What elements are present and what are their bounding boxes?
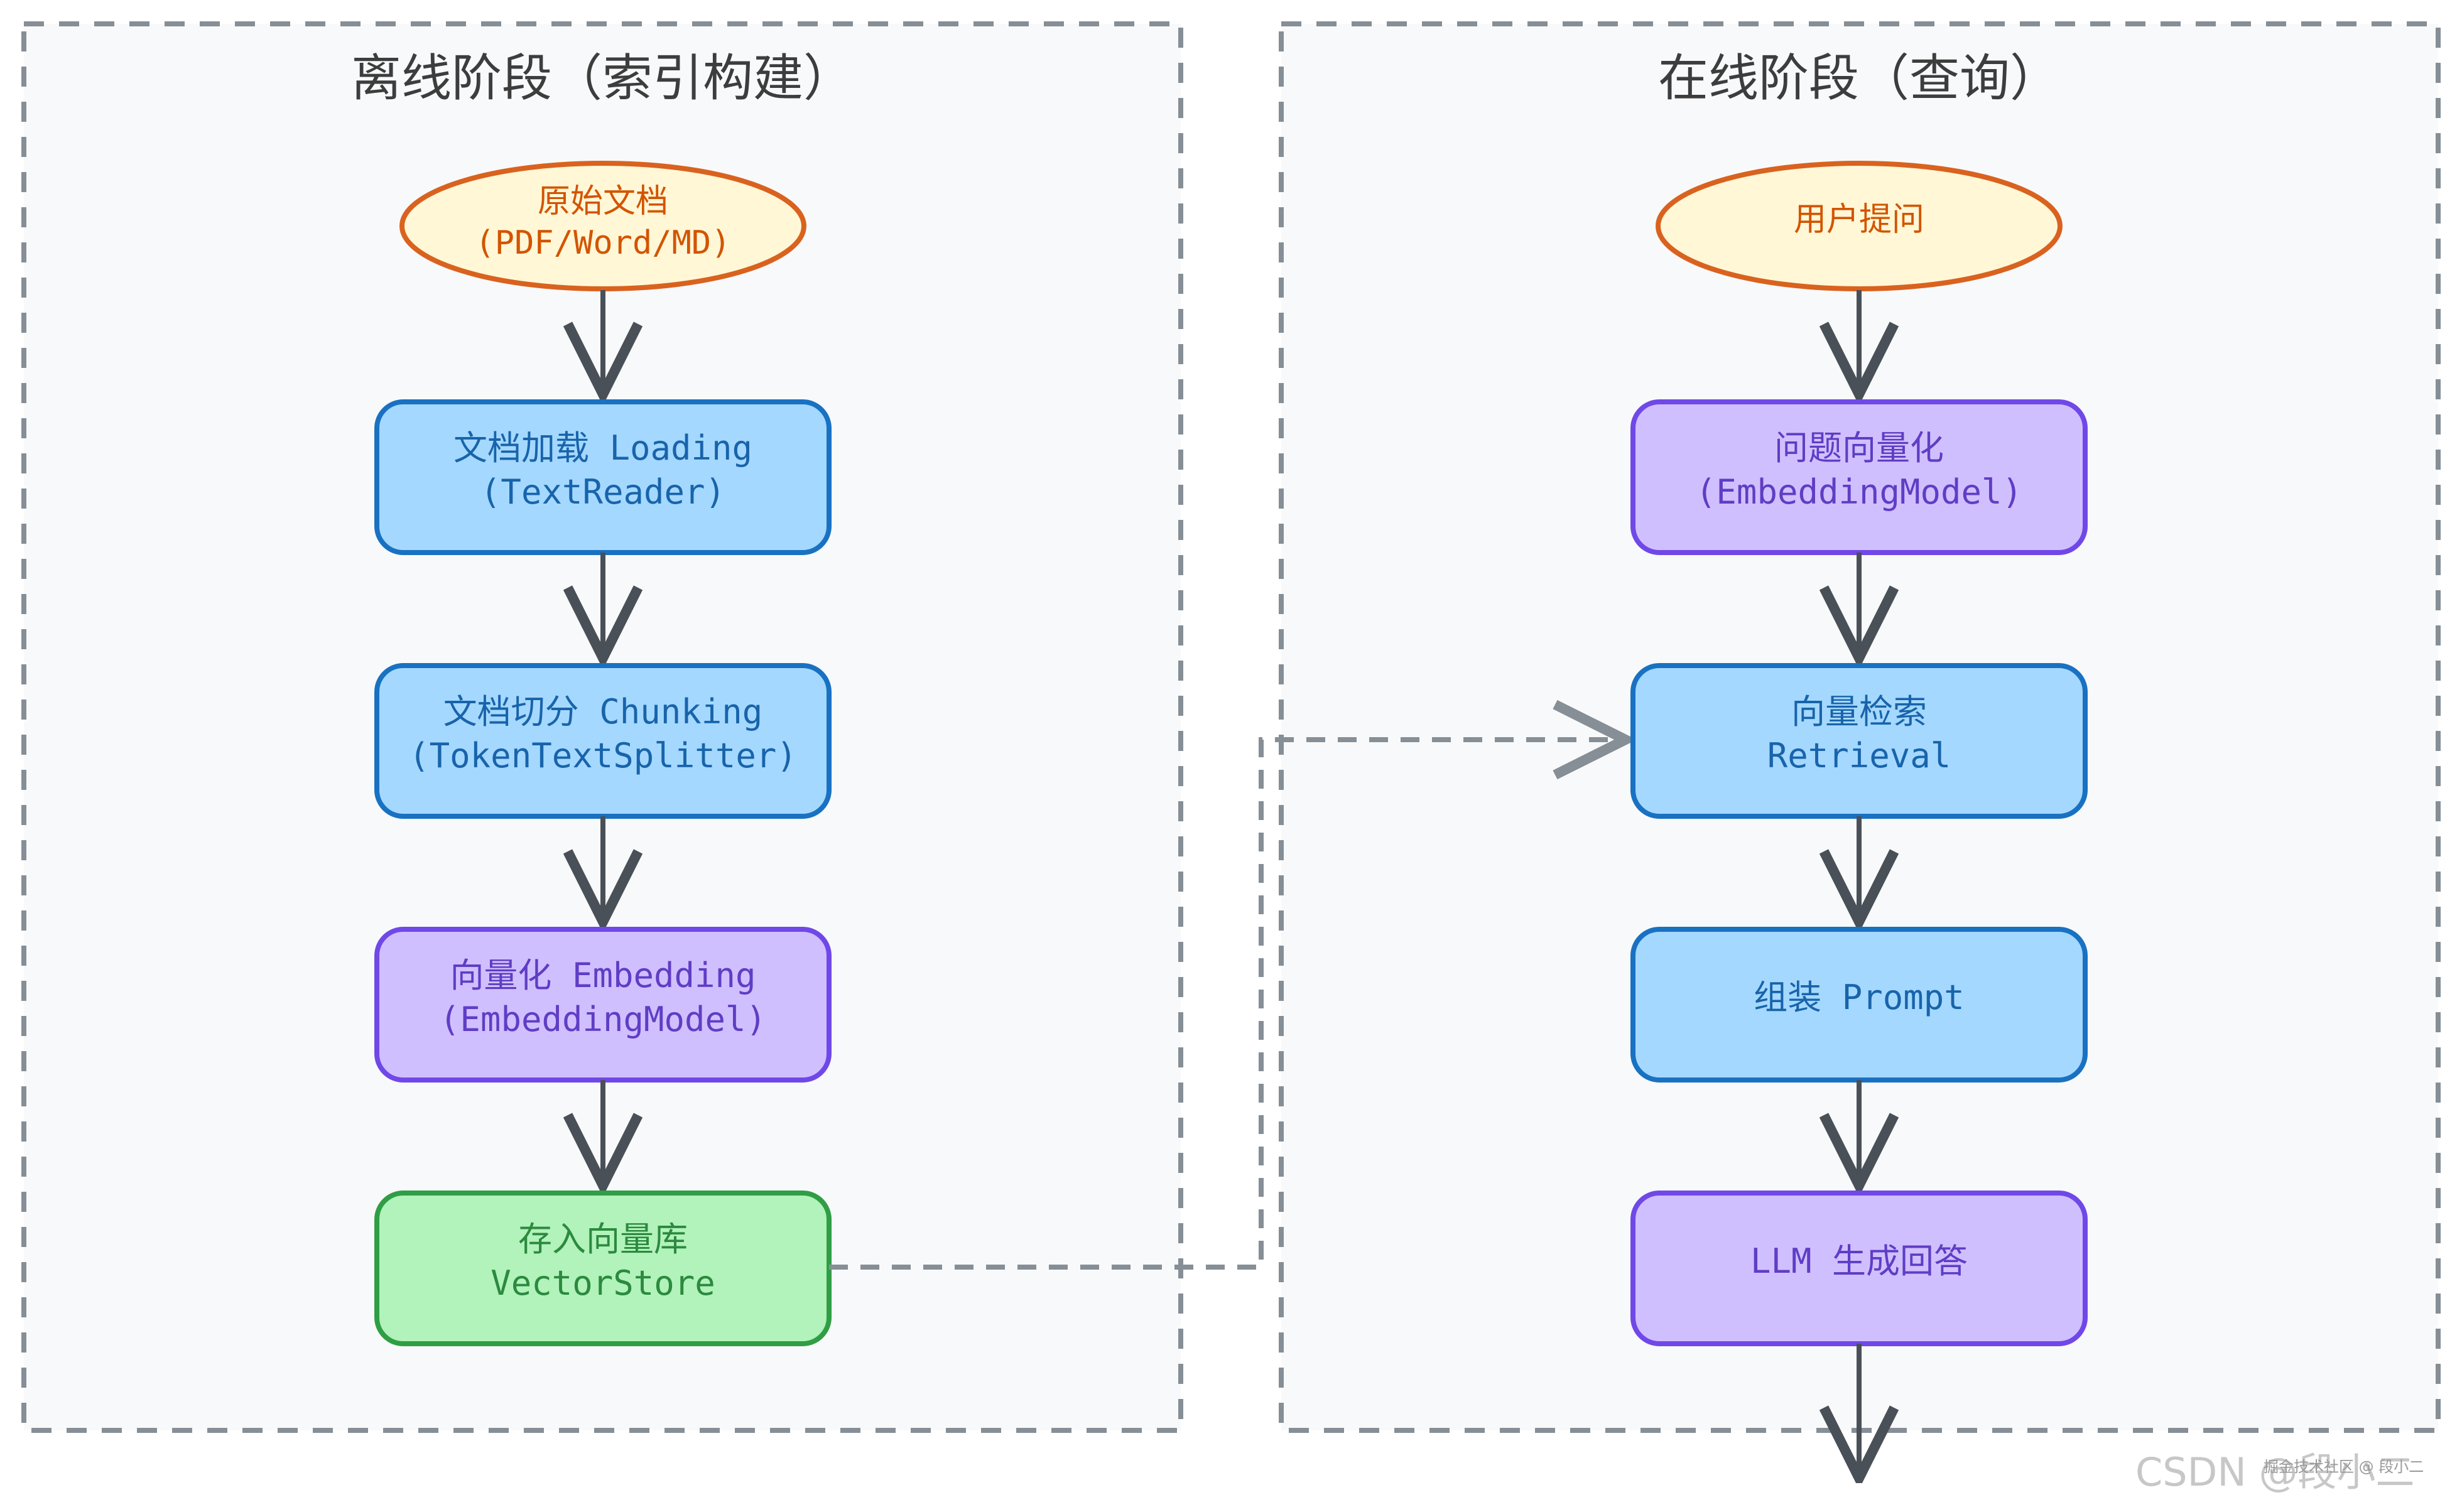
offline-step-1-title: 文档加载 Loading	[453, 428, 752, 468]
offline-start-subtitle: (PDF/Word/MD)	[475, 224, 731, 262]
offline-step-2-title: 文档切分 Chunking	[443, 692, 763, 732]
offline-step-4-title: 存入向量库	[518, 1219, 688, 1259]
offline-start-title: 原始文档	[538, 183, 668, 220]
online-step-2-subtitle: Retrieval	[1767, 736, 1951, 775]
watermark-main: CSDN @段小二	[2135, 1449, 2414, 1495]
online-panel-title: 在线阶段（查询）	[1658, 49, 2060, 107]
watermark-small: 掘金技术社区 @ 段小二	[2264, 1458, 2424, 1476]
offline-step-1-subtitle: (TextReader)	[480, 472, 725, 512]
offline-start-node	[399, 161, 806, 291]
online-start-title: 用户提问	[1794, 201, 1924, 239]
online-step-4-title: LLM 生成回答	[1750, 1241, 1968, 1281]
online-step-3-title: 组装 Prompt	[1754, 978, 1965, 1017]
offline-panel-title: 离线阶段（索引构建）	[351, 49, 854, 107]
offline-step-3-subtitle: (EmbeddingModel)	[440, 1000, 766, 1039]
online-start-node	[1656, 161, 2063, 291]
online-step-1-subtitle: (EmbeddingModel)	[1696, 472, 2022, 512]
offline-step-2-subtitle: (TokenTextSplitter)	[409, 736, 797, 775]
online-step-1-title: 问题向量化	[1774, 428, 1944, 468]
offline-step-3-title: 向量化 Embedding	[450, 956, 756, 995]
offline-step-4-subtitle: VectorStore	[491, 1263, 715, 1303]
vectorstore-to-retrieval-connector	[829, 740, 1625, 1270]
online-step-2-title: 向量检索	[1791, 692, 1927, 732]
